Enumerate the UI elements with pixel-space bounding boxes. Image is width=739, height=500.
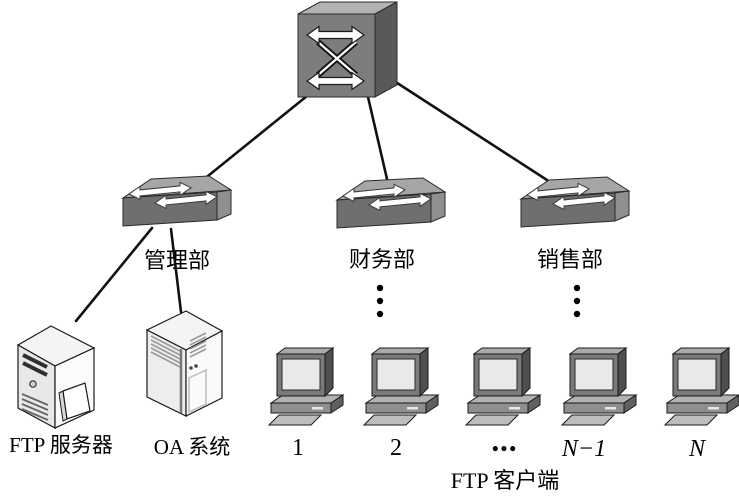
client-pc-icon-more	[465, 347, 541, 426]
vertical-ellipsis-sales	[573, 284, 581, 318]
client-pc-icon-1	[268, 347, 344, 426]
management-switch-icon	[123, 176, 231, 226]
management-dept-label: 管理部	[143, 248, 211, 273]
client-pc-icon-n	[664, 347, 739, 426]
ftp-server-icon	[16, 324, 96, 430]
client-label-2: 2	[390, 435, 402, 461]
client-label-n-1: N−1	[561, 436, 607, 462]
ftp-server-label: FTP 服务器	[9, 433, 113, 457]
link-management-ftp-server	[74, 226, 154, 323]
sales-dept-label: 销售部	[536, 247, 604, 272]
ftp-clients-caption: FTP 客户端	[450, 468, 560, 493]
finance-switch-icon	[337, 178, 445, 228]
link-management-oa-system	[169, 227, 183, 314]
client-pc-icon-2	[363, 347, 439, 426]
network-links	[74, 77, 549, 323]
core-switch-icon	[298, 2, 397, 97]
link-core-management	[201, 94, 309, 182]
oa-system-icon	[145, 309, 224, 418]
finance-dept-label: 财务部	[348, 247, 416, 272]
client-label-ellipsis: •••	[492, 439, 518, 460]
link-core-sales	[389, 77, 549, 182]
client-label-n: N	[688, 436, 706, 462]
oa-system-label: OA 系统	[153, 435, 231, 459]
client-pc-icon-n-1	[561, 347, 637, 426]
vertical-ellipsis-finance	[376, 284, 384, 318]
client-label-1: 1	[292, 435, 304, 461]
sales-switch-icon	[521, 177, 629, 227]
link-core-finance	[366, 95, 389, 181]
